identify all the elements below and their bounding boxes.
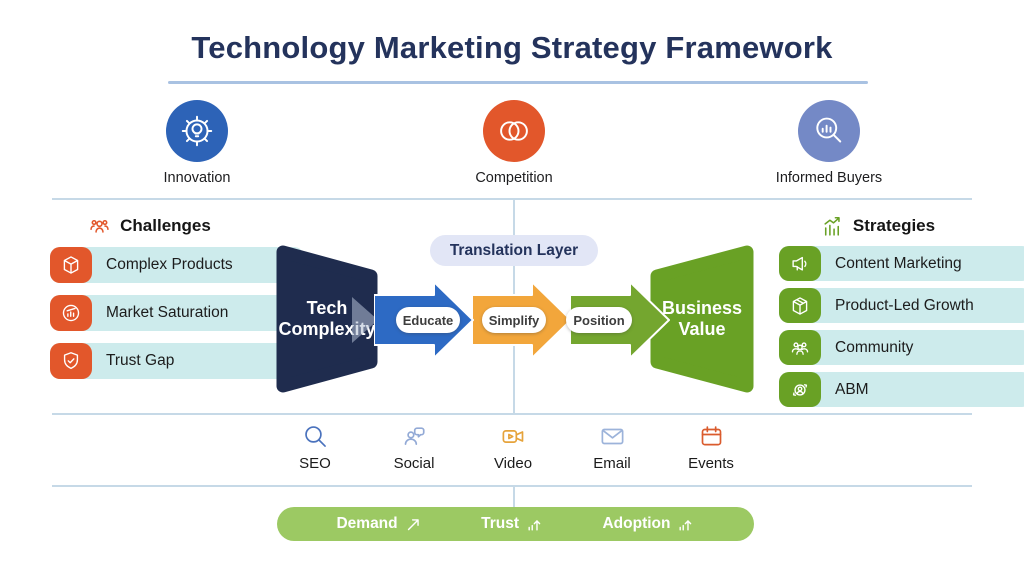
simplify-label: Simplify — [488, 312, 540, 328]
channel-social: Social — [379, 423, 449, 472]
competition-label: Competition — [475, 170, 553, 186]
tech-complexity-shape — [276, 245, 378, 393]
outcome-demand: Demand — [336, 515, 421, 533]
simplify-step-pill: Simplify — [482, 307, 546, 333]
outcomes-bar: Demand Trust Adoption — [277, 507, 754, 541]
innovation-label: Innovation — [163, 170, 231, 186]
magnifier-icon — [304, 426, 326, 447]
challenges-header: Challenges — [50, 211, 248, 241]
strategy-label: ABM — [835, 380, 869, 398]
strategy-item-product-led-growth: Product-Led Growth — [779, 288, 1024, 323]
outcome-label: Trust — [481, 515, 519, 532]
tech-complexity-label: Tech Complexity — [278, 297, 376, 339]
channel-seo: SEO — [280, 423, 350, 472]
channel-label: SEO — [299, 455, 331, 472]
educate-label: Educate — [402, 312, 454, 328]
magnifier-chart-icon — [816, 117, 842, 143]
position-step-pill: Position — [566, 307, 632, 333]
strategy-item-content-marketing: Content Marketing — [779, 246, 1024, 281]
channel-label: Email — [593, 455, 631, 472]
diagonal-up-arrow-icon — [407, 518, 419, 530]
strategy-label: Product-Led Growth — [835, 296, 974, 314]
translation-layer-pill: Translation Layer — [430, 235, 598, 266]
cube-icon — [50, 247, 92, 283]
strategy-label: Community — [835, 338, 914, 356]
challenge-item-market-saturation: Market Saturation — [50, 295, 304, 331]
competition-circle — [483, 100, 545, 162]
gauge-bars-icon — [50, 295, 92, 331]
calendar-icon — [701, 426, 721, 446]
bottom-divider — [52, 485, 972, 487]
megaphone-icon — [779, 246, 821, 281]
challenges-heading: Challenges — [120, 216, 211, 235]
innovation-circle — [166, 100, 228, 162]
outcome-trust: Trust — [481, 515, 543, 533]
channels-row: SEO Social Video Email Events — [280, 423, 746, 472]
outcome-label: Demand — [336, 515, 398, 532]
business-value-shape — [650, 245, 754, 393]
challenge-label: Complex Products — [106, 256, 233, 273]
package-icon — [779, 288, 821, 323]
outcome-adoption: Adoption — [602, 515, 694, 533]
community-icon — [779, 330, 821, 365]
title-underline — [168, 81, 868, 84]
connector-vertical-line — [513, 485, 515, 509]
position-label: Position — [573, 312, 625, 328]
abm-orbit-icon — [779, 372, 821, 407]
bars-up-arrow-icon — [528, 519, 541, 531]
chart-growth-icon — [824, 216, 840, 236]
challenge-item-trust-gap: Trust Gap — [50, 343, 304, 379]
strategies-list: Content Marketing Product-Led Growth Com… — [779, 246, 1024, 414]
strategy-label: Content Marketing — [835, 254, 962, 272]
challenge-label: Trust Gap — [106, 352, 175, 369]
challenges-list: Complex Products Market Saturation Trust… — [50, 247, 304, 391]
strategy-item-community: Community — [779, 330, 1024, 365]
informed-buyers-circle — [798, 100, 860, 162]
translation-layer-label: Translation Layer — [449, 241, 579, 259]
challenge-label: Market Saturation — [106, 304, 229, 321]
page-title: Technology Marketing Strategy Framework — [191, 30, 833, 65]
bars-up-arrow-icon — [679, 519, 692, 531]
channel-label: Video — [493, 455, 533, 472]
envelope-icon — [601, 428, 623, 445]
informed-buyers-label: Informed Buyers — [775, 170, 883, 186]
strategies-header: Strategies — [779, 211, 976, 241]
channel-email: Email — [577, 423, 647, 472]
business-value-label: Business Value — [661, 297, 743, 339]
channel-label: Events — [688, 455, 734, 472]
channel-label: Social — [393, 455, 435, 472]
person-bubble-icon — [404, 427, 425, 445]
top-divider — [52, 198, 972, 200]
shield-check-icon — [50, 343, 92, 379]
outcome-label: Adoption — [602, 515, 671, 532]
crowd-icon — [90, 219, 109, 233]
middle-divider — [52, 413, 972, 415]
video-camera-icon — [502, 430, 523, 443]
overlapping-circles-icon — [500, 121, 528, 141]
strategies-heading: Strategies — [852, 216, 936, 235]
educate-step-pill: Educate — [396, 307, 460, 333]
gear-bulb-icon — [181, 115, 213, 147]
channel-events: Events — [676, 423, 746, 472]
channel-video: Video — [478, 423, 548, 472]
strategy-item-abm: ABM — [779, 372, 1024, 407]
challenge-item-complex-products: Complex Products — [50, 247, 304, 283]
